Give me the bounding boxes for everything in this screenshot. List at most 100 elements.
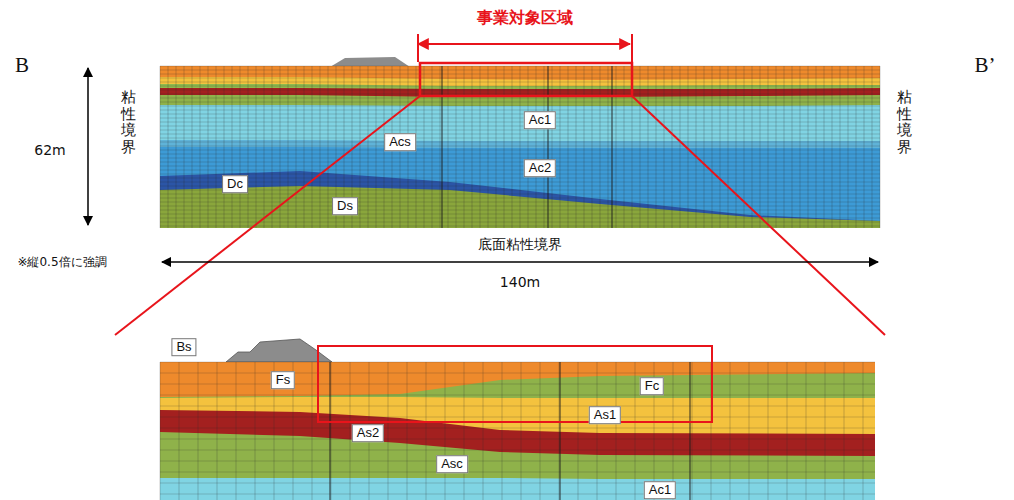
mesh-line [160, 130, 880, 131]
mesh-line [160, 428, 875, 429]
mesh-line [160, 114, 880, 115]
mesh-line [160, 134, 880, 135]
mesh-line [160, 395, 875, 396]
mesh-line [160, 98, 880, 99]
mesh-line [160, 198, 880, 199]
layer-label: Ac1 [644, 481, 676, 499]
mesh-line [483, 362, 484, 500]
layer-label: Asc [436, 455, 468, 473]
soil-layer [160, 362, 875, 500]
mesh-line [160, 66, 880, 67]
mesh-line [160, 154, 880, 155]
dimension-label: 62m [32, 142, 67, 159]
mesh-line [160, 106, 880, 107]
mesh-line [160, 439, 875, 440]
boring-line [547, 66, 548, 228]
mesh-line [635, 362, 636, 500]
mesh-line [160, 178, 880, 179]
mesh-line [502, 362, 503, 500]
layer-label: Bs [171, 338, 196, 356]
boundary-label: 粘性境界 [897, 89, 912, 155]
mesh-line [160, 384, 875, 385]
mesh-line [160, 174, 880, 175]
mesh-line [160, 406, 875, 407]
mesh-line [160, 86, 880, 87]
mesh-line [160, 450, 875, 451]
mesh-line [160, 494, 875, 495]
mesh-line [160, 122, 880, 123]
mesh-line [160, 166, 880, 167]
mesh-line [160, 218, 880, 219]
boring-line [559, 362, 560, 500]
mesh-line [160, 226, 880, 227]
layer-label: As1 [589, 406, 621, 424]
mesh-line [350, 362, 351, 500]
boring-line [441, 66, 442, 228]
mesh-line [160, 483, 875, 484]
mesh-line [160, 150, 880, 151]
mesh-line [236, 362, 237, 500]
layer-label: Ac1 [524, 111, 556, 129]
mesh-line [844, 362, 845, 500]
annotation-marks [88, 34, 885, 422]
boring-line [329, 362, 330, 500]
mesh-line [160, 78, 880, 79]
mesh-line [255, 362, 256, 500]
mesh-line [160, 194, 880, 195]
mesh-line [160, 94, 880, 95]
target-frame [420, 63, 632, 96]
mesh-line [179, 362, 180, 500]
mesh-line [160, 74, 880, 75]
mesh-line [160, 126, 880, 127]
mesh-line [160, 362, 161, 500]
mesh-line [616, 362, 617, 500]
mesh-line [160, 190, 880, 191]
note-label: ※縦0.5倍に強調 [15, 255, 108, 269]
mesh-line [160, 461, 875, 462]
mesh-line [521, 362, 522, 500]
mesh-line [407, 362, 408, 500]
soil-layer [160, 66, 880, 228]
boring-line [689, 362, 690, 500]
width-arrow [162, 261, 878, 263]
mesh-line [160, 138, 880, 139]
mesh-line [160, 417, 875, 418]
layer-label: Acs [384, 133, 416, 151]
mesh-line [160, 206, 880, 207]
extent-arrow [418, 43, 630, 45]
mesh-line [160, 182, 880, 183]
layer-label: Dc [222, 175, 248, 193]
mesh-line [160, 102, 880, 103]
mesh-line [806, 362, 807, 500]
layer-label: Fs [271, 371, 295, 389]
mesh-line [863, 362, 864, 500]
mesh-line [464, 362, 465, 500]
mesh-line [160, 222, 880, 223]
upper-section [160, 57, 880, 228]
mesh-line [160, 210, 880, 211]
mesh-line [160, 146, 880, 147]
layer-label: Ds [332, 197, 358, 215]
mesh-line [388, 362, 389, 500]
mesh-line [749, 362, 750, 500]
mesh-line [426, 362, 427, 500]
mesh-line [160, 82, 880, 83]
mesh-line [160, 70, 880, 71]
mesh-line [578, 362, 579, 500]
boring-line [611, 66, 612, 228]
height-arrow [87, 68, 89, 225]
boundary-label: 底面粘性境界 [476, 236, 564, 253]
embankment [330, 57, 410, 67]
mesh-line [160, 186, 880, 187]
mesh-line [160, 373, 875, 374]
mesh-line [692, 362, 693, 500]
section-end: B’ [975, 53, 996, 78]
fem-mesh [160, 362, 875, 500]
mesh-line [160, 162, 880, 163]
mesh-line [331, 362, 332, 500]
mesh-line [160, 158, 880, 159]
zoom-section [160, 339, 875, 500]
target-frame [318, 346, 712, 422]
mesh-line [160, 362, 875, 363]
